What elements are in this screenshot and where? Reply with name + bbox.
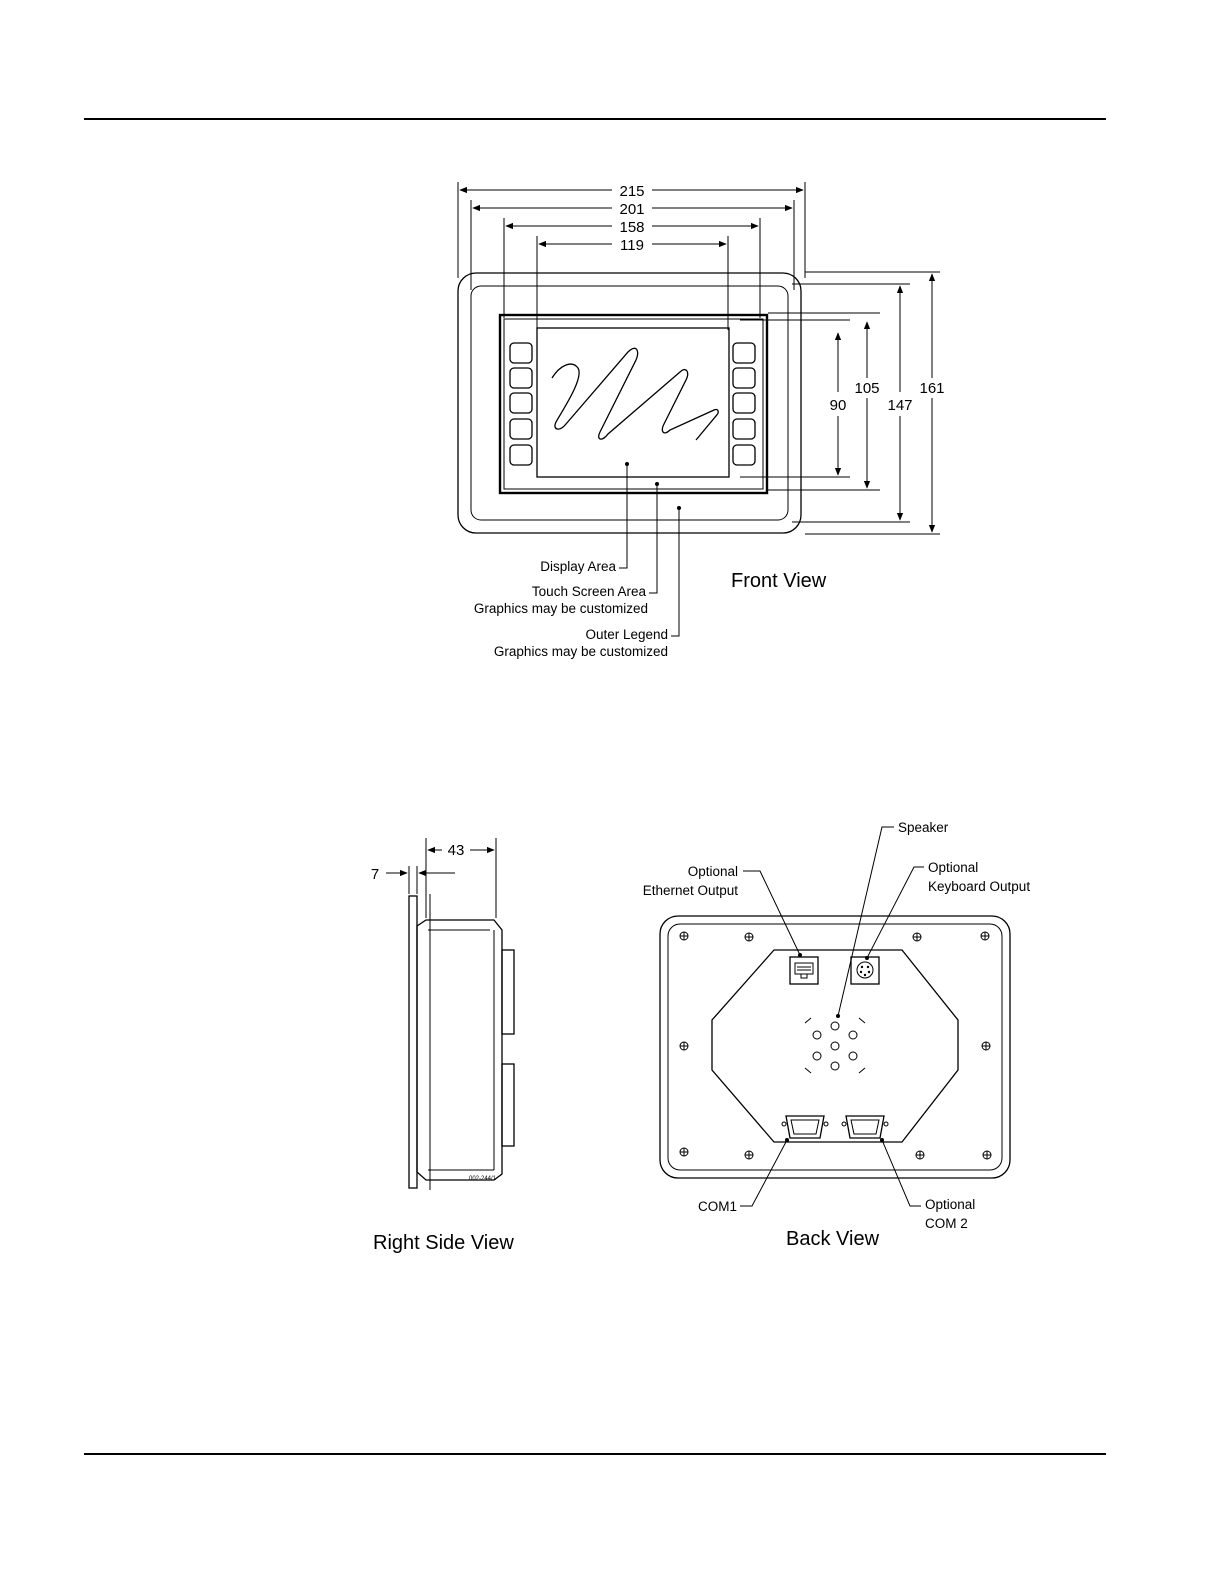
com1-port [782, 1116, 828, 1138]
soft-key[interactable] [510, 343, 532, 363]
back-plate [712, 950, 958, 1142]
back-inner-frame [668, 924, 1002, 1170]
side-part-number: 002-244/1 [469, 1176, 497, 1182]
soft-key[interactable] [733, 393, 755, 413]
back-view-title: Back View [786, 1228, 880, 1250]
side-connector-lower [502, 1064, 514, 1146]
callout-display-area: Display Area [540, 559, 616, 574]
dim-bezel-width: 201 [619, 201, 644, 218]
callout-com2-line1: Optional [925, 1197, 975, 1212]
dim-touch-height: 105 [854, 380, 879, 397]
com2-port [842, 1116, 888, 1138]
dim-overall-height: 161 [919, 380, 944, 397]
side-view-title: Right Side View [373, 1232, 514, 1254]
soft-key[interactable] [510, 393, 532, 413]
callout-ethernet-line1: Optional [688, 864, 738, 879]
dim-display-width: 119 [620, 237, 644, 254]
front-inner-bezel [471, 286, 788, 520]
screws [680, 932, 991, 1159]
dim-touch-width: 158 [619, 219, 644, 236]
callout-keyboard-line2: Keyboard Output [928, 879, 1030, 894]
soft-key[interactable] [510, 445, 532, 465]
dim-flange: 7 [371, 866, 379, 883]
callout-touch-note: Graphics may be customized [474, 601, 648, 616]
soft-key[interactable] [733, 343, 755, 363]
dim-overall-width: 215 [619, 183, 644, 200]
back-view: Speaker Optional Ethernet Output Optiona… [643, 820, 1031, 1250]
callout-speaker: Speaker [898, 820, 949, 835]
soft-key[interactable] [733, 445, 755, 465]
soft-key[interactable] [733, 419, 755, 439]
left-soft-keys [510, 343, 532, 465]
callout-touch-screen-area: Touch Screen Area [532, 584, 647, 599]
display-area [537, 328, 729, 477]
speaker-grille [805, 1018, 865, 1073]
dim-display-height: 90 [830, 397, 847, 414]
callout-keyboard-line1: Optional [928, 860, 978, 875]
dim-depth: 43 [448, 842, 465, 859]
display-scribble [552, 348, 718, 440]
front-view: 215 201 158 119 90 105 147 161 Display [458, 182, 945, 659]
front-view-title: Front View [731, 570, 827, 592]
callout-com2-line2: COM 2 [925, 1216, 968, 1231]
dim-bezel-height: 147 [887, 397, 912, 414]
callout-outer-legend: Outer Legend [585, 627, 668, 642]
callout-ethernet-line2: Ethernet Output [643, 883, 739, 898]
right-soft-keys [733, 343, 755, 465]
touch-panel-inner [504, 319, 763, 489]
touch-panel [500, 315, 767, 493]
side-flange [409, 896, 417, 1188]
keyboard-port [851, 957, 879, 984]
side-connector-upper [502, 950, 514, 1034]
callout-com1: COM1 [698, 1199, 737, 1214]
callout-legend-note: Graphics may be customized [494, 644, 668, 659]
soft-key[interactable] [733, 368, 755, 388]
soft-key[interactable] [510, 419, 532, 439]
ethernet-port [790, 957, 818, 984]
side-view: 43 7 002-244/1 Right Side View [371, 838, 515, 1254]
soft-key[interactable] [510, 368, 532, 388]
